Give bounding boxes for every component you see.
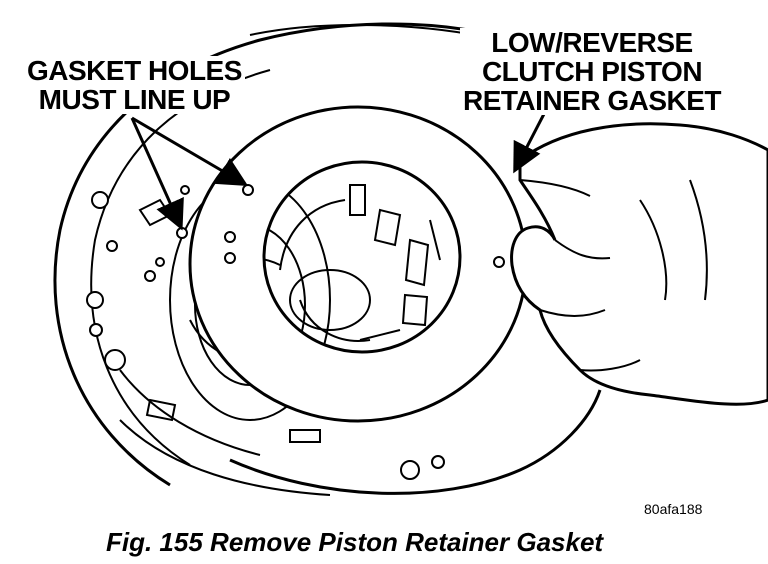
gasket-name-callout: LOW/REVERSE CLUTCH PISTON RETAINER GASKE… (460, 28, 724, 115)
hand (510, 122, 768, 406)
piston-retainer-gasket (176, 105, 528, 423)
callout-left-line-1: GASKET HOLES (27, 55, 242, 86)
callout-left-line-2: MUST LINE UP (38, 84, 231, 115)
callout-right-line-1: LOW/REVERSE (491, 27, 693, 58)
callout-right-line-2: CLUTCH PISTON (481, 56, 703, 87)
figure-id: 80afa188 (644, 501, 703, 517)
figure-caption: Fig. 155 Remove Piston Retainer Gasket (106, 527, 604, 557)
case-holes (86, 185, 445, 480)
callout-arrows (130, 111, 547, 231)
gasket-holes-callout: GASKET HOLES MUST LINE UP (24, 56, 245, 114)
callout-right-line-3: RETAINER GASKET (463, 85, 722, 116)
